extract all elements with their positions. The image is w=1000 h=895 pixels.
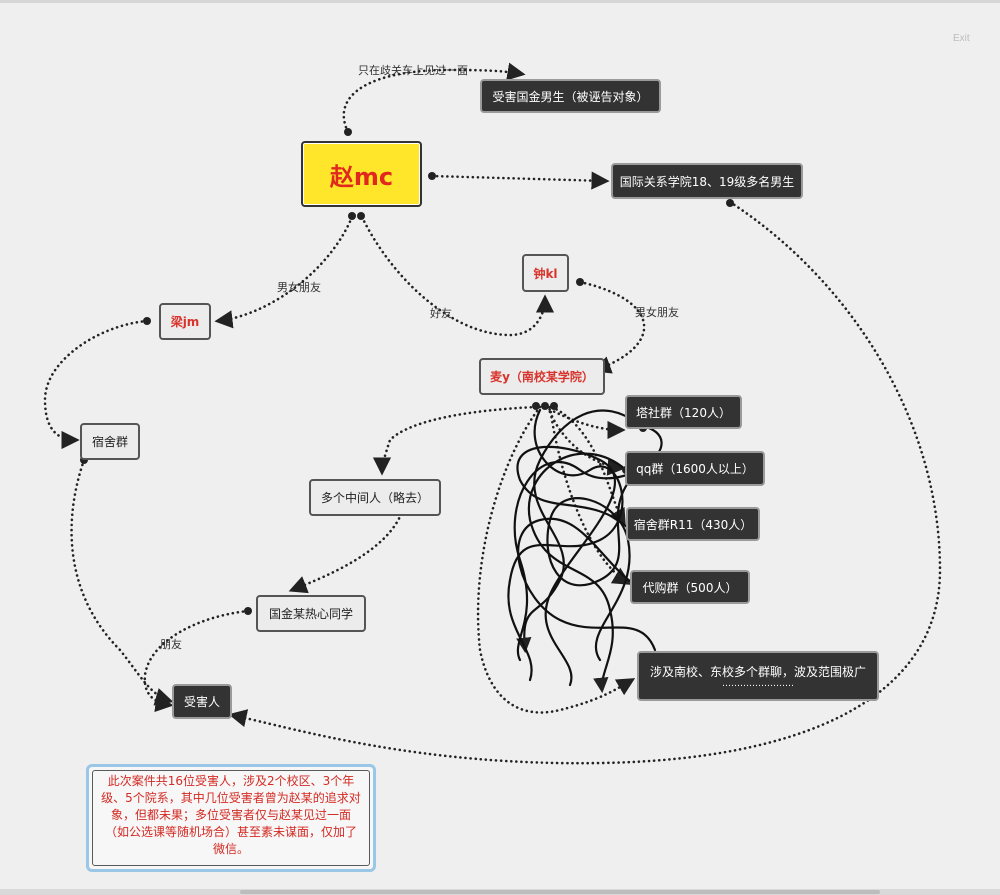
node-qq-group[interactable]: qq群（1600人以上） [625, 451, 765, 486]
edge-intermediaries-to-helper [288, 507, 405, 594]
horizontal-scrollbar[interactable] [0, 889, 1000, 895]
node-purchase-group[interactable]: 代购群（500人） [630, 570, 750, 604]
node-dorm-group[interactable]: 宿舍群 [80, 423, 140, 460]
edge-center-to-intl [430, 171, 610, 190]
edge-center-to-guo [342, 62, 526, 134]
edge-liang-to-dorm [43, 319, 149, 450]
node-intl-relations[interactable]: 国际关系学院18、19级多名男生 [611, 163, 803, 199]
edge-label-friend: 好友 [430, 307, 452, 320]
edge-dorm-to-victims [70, 458, 174, 706]
edge-zhong-to-mai [578, 280, 646, 374]
edge-helper-to-victims [143, 609, 250, 713]
summary-note: 此次案件共16位受害人，涉及2个校区、3个年级、5个院系，其中几位受害者曾为赵某… [86, 764, 376, 872]
edge-center-to-zhong [360, 215, 555, 337]
exit-button[interactable]: Exit [953, 33, 970, 44]
edge-mai-to-r11 [550, 405, 626, 528]
edge-label-friends-victim: 朋友 [160, 638, 182, 651]
summary-text: 此次案件共16位受害人，涉及2个校区、3个年级、5个院系，其中几位受害者曾为赵某… [101, 774, 361, 856]
node-center-zhao[interactable]: 赵mc [301, 141, 422, 207]
node-liang[interactable]: 梁jm [159, 303, 211, 340]
node-spread[interactable]: 涉及南校、东校多个群聊，波及范围极广 …………………… [637, 651, 879, 701]
edge-label-couple-right: 男女朋友 [635, 306, 679, 319]
edge-center-to-liang [214, 215, 354, 329]
edge-label-couple-left: 男女朋友 [277, 281, 321, 294]
node-intermediaries[interactable]: 多个中间人（略去） [309, 479, 441, 516]
edge-mai-to-purchase [548, 405, 632, 585]
window-top-border [0, 0, 1000, 3]
edge-label-bus-once: 只在歧关车上见过一面 [358, 64, 468, 77]
node-spread-text: 涉及南校、东校多个群聊，波及范围极广 [649, 664, 866, 679]
node-spread-dots: …………………… [722, 678, 794, 689]
edge-mai-to-spread [476, 405, 636, 714]
edge-mai-to-tower [543, 405, 626, 440]
scrollbar-thumb[interactable] [240, 890, 880, 894]
edge-mai-to-intermediaries [372, 405, 538, 476]
node-zhong[interactable]: 钟kl [522, 254, 569, 292]
node-dorm-r11[interactable]: 宿舍群R11（430人） [626, 507, 760, 541]
node-victims[interactable]: 受害人 [172, 684, 232, 719]
node-tower-club[interactable]: 塔社群（120人） [625, 395, 742, 429]
node-mai[interactable]: 麦y（南校某学院） [479, 358, 605, 395]
node-guo-helper[interactable]: 国金某热心同学 [256, 595, 366, 632]
node-victim-guo[interactable]: 受害国金男生（被诬告对象） [480, 79, 661, 113]
